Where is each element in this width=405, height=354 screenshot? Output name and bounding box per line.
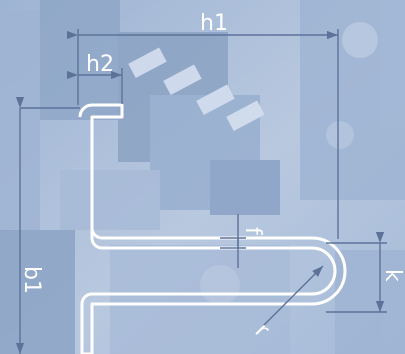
label-f: f [240, 227, 265, 236]
dimension-lines [15, 29, 387, 354]
label-k: k [380, 269, 405, 282]
label-b1: b1 [19, 266, 44, 294]
label-h2: h2 [86, 52, 114, 77]
label-h1: h1 [200, 11, 228, 36]
dimension-r-line [262, 265, 324, 327]
